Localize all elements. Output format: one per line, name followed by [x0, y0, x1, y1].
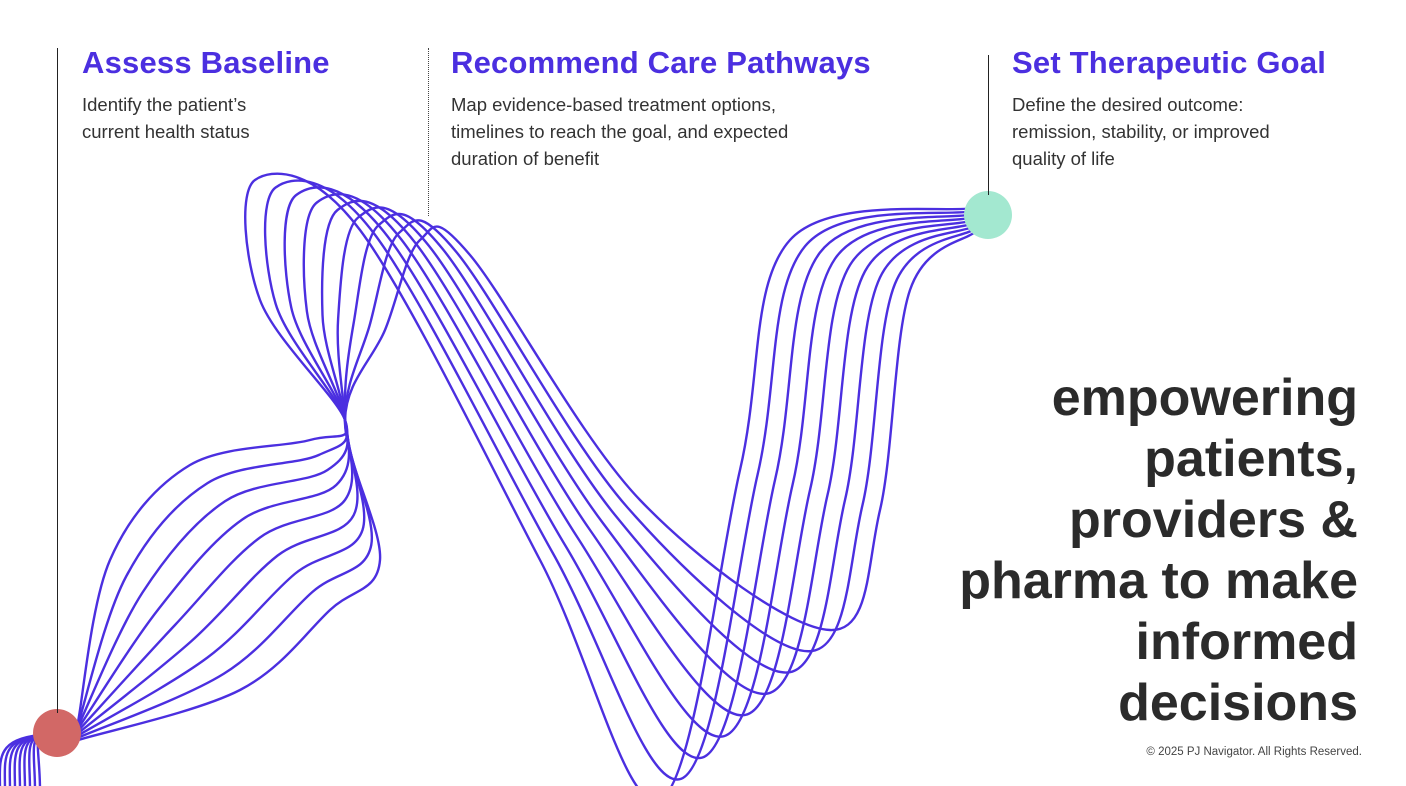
step-description: Define the desired outcome:remission, st… [1012, 94, 1270, 169]
goal-dot [964, 191, 1012, 239]
pathway-strand [77, 199, 976, 732]
step-divider-3 [988, 55, 989, 195]
pathway-strand [76, 179, 976, 781]
step-divider-2 [428, 48, 429, 216]
pathway-strand [77, 225, 976, 742]
copyright: © 2025 PJ Navigator. All Rights Reserved… [1146, 746, 1362, 758]
step-title: Recommend Care Pathways [451, 45, 871, 80]
step-recommend-care-pathways: Recommend Care Pathways Map evidence-bas… [451, 45, 871, 172]
pathway-strand [76, 172, 976, 786]
pathway-strand [77, 206, 976, 735]
step-title: Assess Baseline [82, 45, 330, 80]
pathway-strand [76, 186, 976, 760]
step-divider-1 [57, 48, 58, 713]
start-dot [33, 709, 81, 757]
step-description: Map evidence-based treatment options,tim… [451, 94, 789, 169]
pathway-strand [77, 212, 976, 737]
step-set-therapeutic-goal: Set Therapeutic Goal Define the desired … [1012, 45, 1326, 172]
pathway-strand [77, 192, 976, 738]
step-title: Set Therapeutic Goal [1012, 45, 1327, 80]
